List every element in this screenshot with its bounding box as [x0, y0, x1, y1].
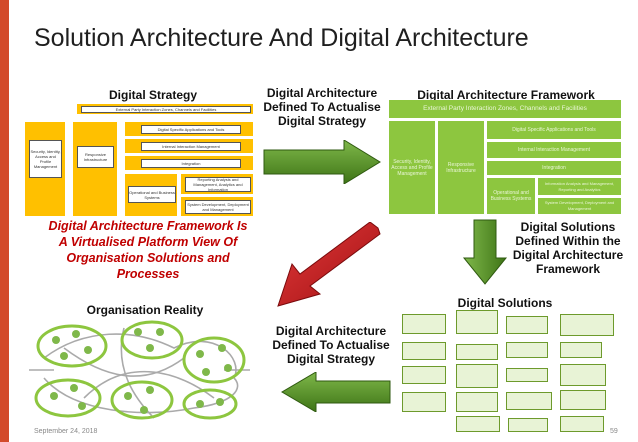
footer-page-number: 59	[610, 428, 618, 435]
solution-card	[456, 416, 500, 432]
framework-box-operational: Operational and Business Systems	[487, 178, 535, 214]
footer-date: September 24, 2018	[34, 428, 98, 435]
framework-box-responsive: Responsive Infrastructure	[438, 121, 484, 214]
solution-card	[456, 344, 498, 360]
arrow-top-caption: Digital Architecture Defined To Actualis…	[263, 86, 381, 128]
framework-box-reporting: Information Analysis and Management, Rep…	[538, 178, 621, 195]
framework-box-top: External Party Interaction Zones, Channe…	[389, 100, 621, 118]
solution-card	[456, 310, 498, 334]
framework-box-integration: Integration	[487, 161, 621, 175]
digital-strategy-panel: External Party Interaction Zones, Channe…	[25, 104, 253, 216]
strategy-box-responsive: Responsive Infrastructure	[77, 146, 114, 168]
strategy-box-sysdev: System Development, Deployment and Manag…	[185, 200, 251, 214]
red-statement: Digital Architecture Framework Is A Virt…	[48, 219, 248, 281]
solution-card	[560, 314, 614, 336]
solution-card	[560, 390, 606, 410]
strategy-box-integration: Integration	[141, 159, 241, 168]
solution-card	[506, 342, 548, 358]
digital-strategy-label: Digital Strategy	[108, 88, 198, 102]
solution-card	[560, 342, 602, 358]
solution-card	[506, 316, 548, 334]
red-arrow-diagonal	[277, 222, 381, 307]
organisation-reality-label: Organisation Reality	[86, 303, 204, 317]
solution-card	[456, 364, 498, 388]
framework-panel: External Party Interaction Zones, Channe…	[389, 100, 621, 214]
strategy-box-internal: Internal Interaction Management	[141, 142, 241, 151]
framework-box-security: Security, Identity, Access and Profile M…	[389, 121, 435, 214]
framework-label: Digital Architecture Framework	[417, 88, 595, 102]
framework-box-internal: Internal Interaction Management	[487, 142, 621, 158]
arrow-bottom-caption: Digital Architecture Defined To Actualis…	[272, 324, 390, 366]
strategy-box-operational: Operational and Business Systems	[128, 186, 176, 203]
solution-card	[456, 392, 498, 412]
digital-solutions-label: Digital Solutions	[457, 296, 553, 310]
strategy-box-apps: Digital Specific Applications and Tools	[141, 125, 241, 134]
green-arrow-left	[281, 372, 391, 412]
strategy-box-top: External Party Interaction Zones, Channe…	[81, 106, 251, 113]
framework-box-sysdev: System Development, Deployment and Manag…	[538, 198, 621, 214]
solution-card	[402, 366, 446, 384]
organisation-reality-network	[29, 320, 250, 420]
digital-solutions-grid	[400, 310, 630, 432]
green-arrow-right	[263, 140, 381, 184]
solutions-defined-caption: Digital Solutions Defined Within the Dig…	[512, 220, 624, 276]
slide-title: Solution Architecture And Digital Archit…	[34, 24, 529, 52]
framework-box-apps: Digital Specific Applications and Tools	[487, 121, 621, 139]
accent-bar	[0, 0, 9, 442]
solution-card	[508, 418, 548, 432]
solution-card	[402, 314, 446, 334]
solution-card	[560, 364, 606, 386]
solution-card	[402, 342, 446, 360]
strategy-box-reporting: Reporting Analysis and Management, Analy…	[185, 177, 251, 192]
green-arrow-down	[462, 219, 508, 285]
solution-card	[506, 368, 548, 382]
solution-card	[402, 392, 446, 412]
strategy-box-security: Security, Identity, Access and Profile M…	[29, 140, 62, 178]
solution-card	[506, 392, 552, 410]
solution-card	[560, 416, 604, 432]
